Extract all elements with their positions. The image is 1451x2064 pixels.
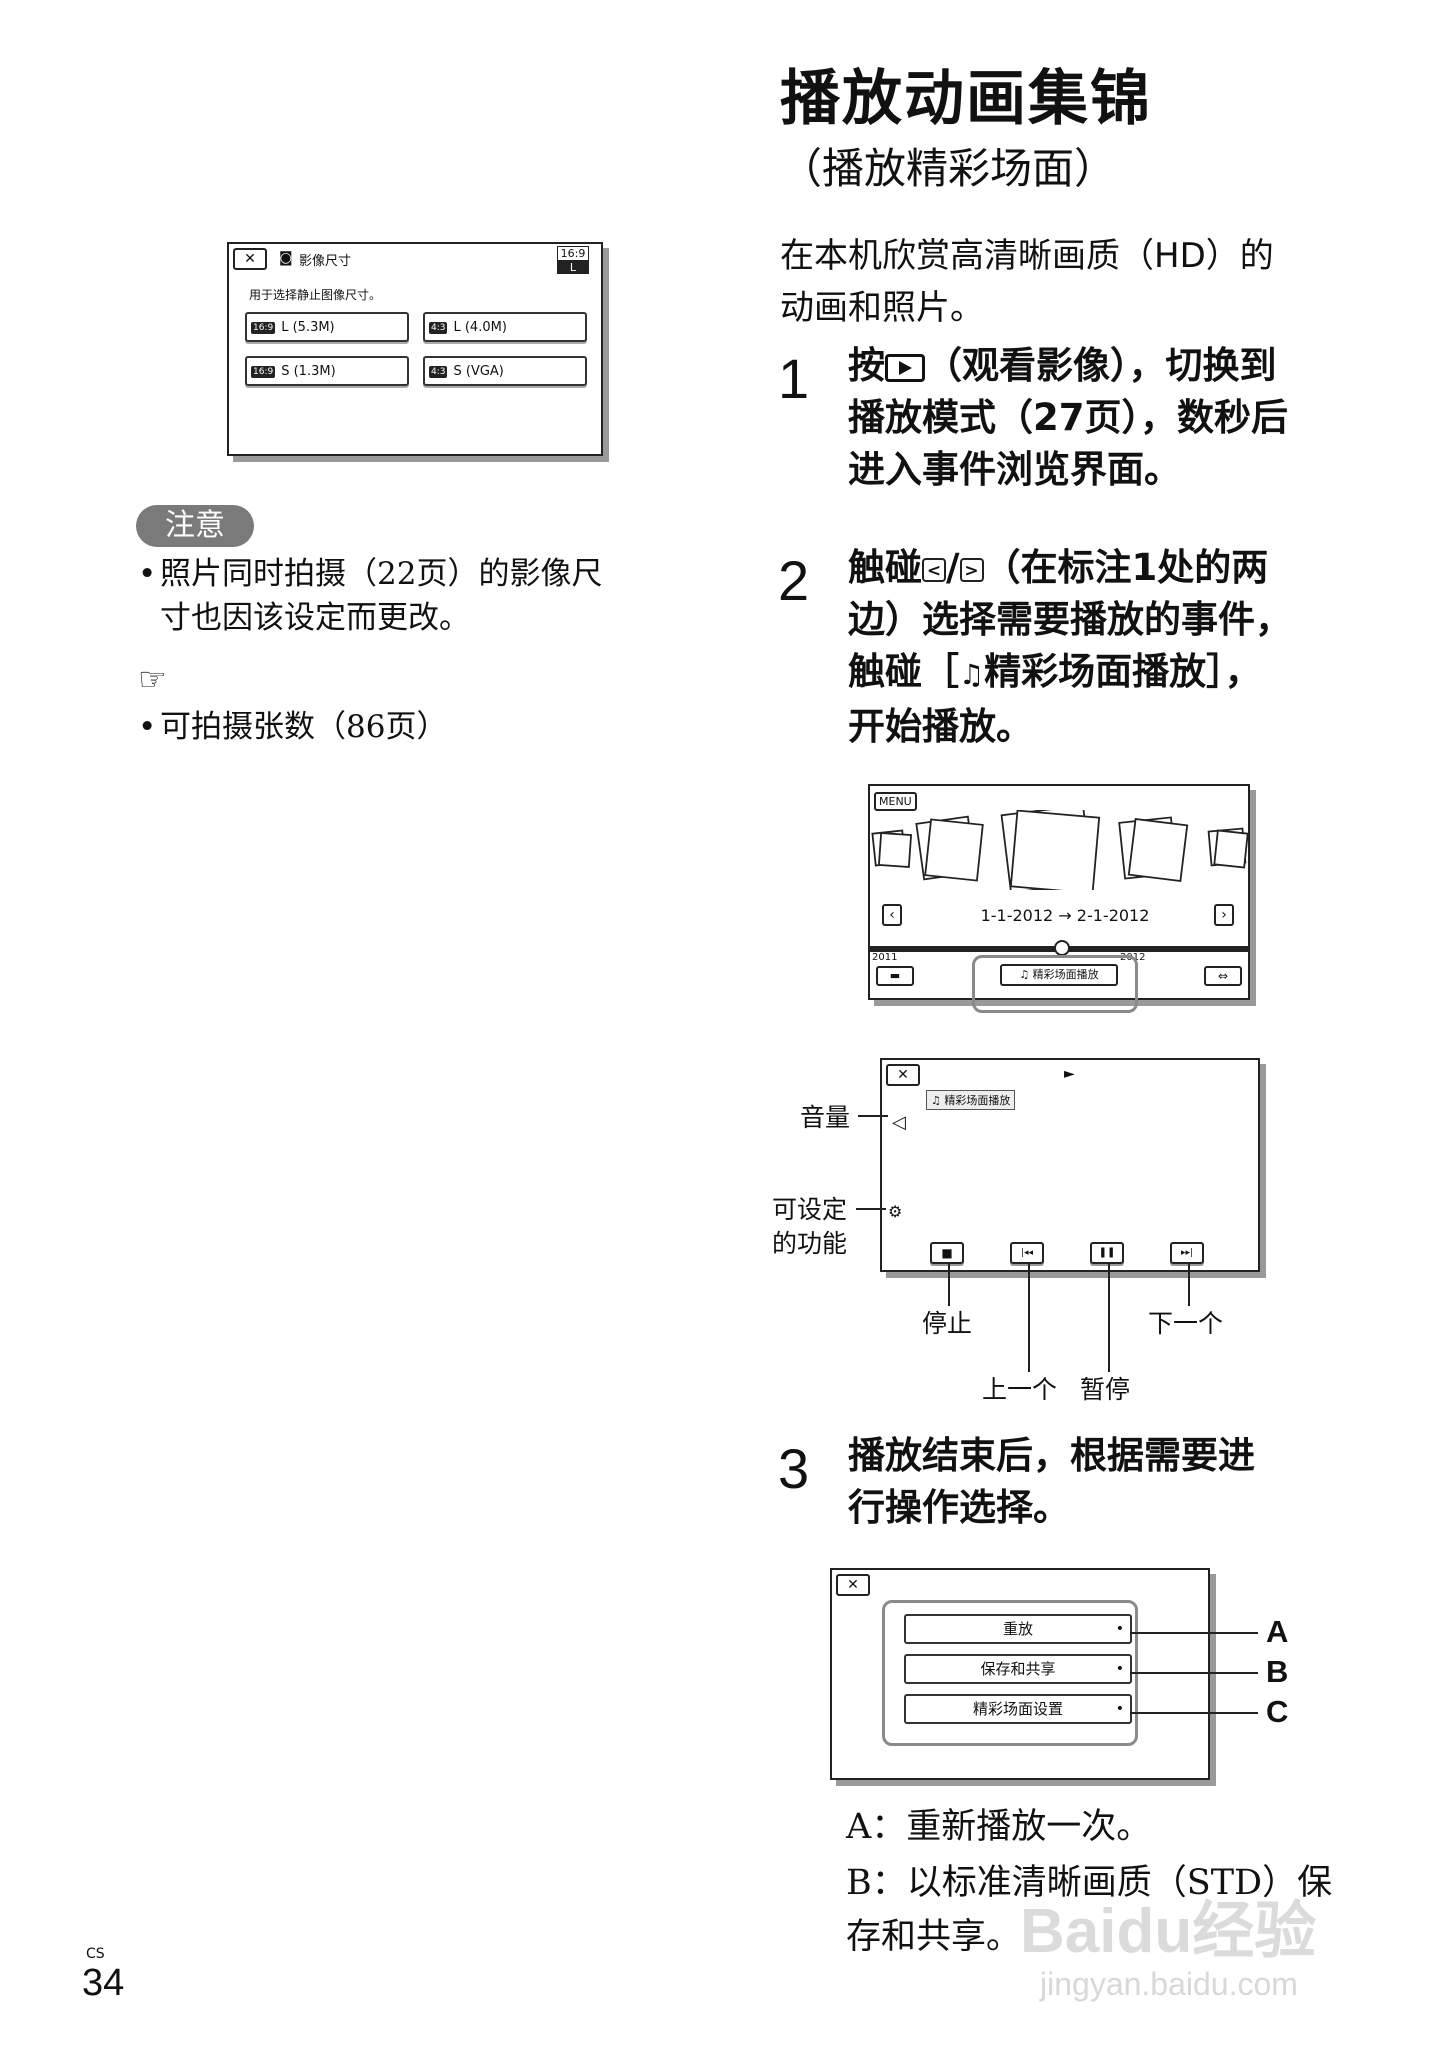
- end-menu-screen: ✕ 重放• 保存和共享• 精彩场面设置•: [830, 1568, 1210, 1780]
- callout-settable-2: 的功能: [772, 1229, 848, 1258]
- label-b: B: [1266, 1654, 1289, 1689]
- date-range: 1-1-2012 → 2-1-2012: [980, 906, 1150, 925]
- play-icon: [885, 353, 925, 382]
- highlight-playback-screen: ✕ ► ♫ 精彩场面播放 ◁ ⚙ ■ |◂◂ ❚❚ ▸▸|: [880, 1058, 1260, 1272]
- note-text-line1: 照片同时拍摄（22页）的影像尺: [160, 556, 603, 592]
- watermark-logo: Baidu经验: [1020, 1897, 1317, 1966]
- callout-stop: 停止: [922, 1309, 973, 1338]
- instruction-text: 用于选择静止图像尺寸。: [249, 288, 382, 302]
- event-thumbnails: [871, 810, 1248, 890]
- highlight-playback-button[interactable]: ♫ 精彩场面播放: [1000, 964, 1118, 986]
- callout-volume: 音量: [800, 1103, 851, 1132]
- event-browse-screen: MENU ‹ 1-1-2012 → 2-1-2012 › 2011 2012 ▬…: [868, 784, 1250, 1000]
- callout-pause: 暂停: [1080, 1375, 1131, 1404]
- callout-stop-line: [948, 1262, 950, 1306]
- callout-settable-1: 可设定: [772, 1195, 848, 1224]
- callout-next: 下一个: [1148, 1309, 1224, 1338]
- screen-title: 影像尺寸: [299, 254, 352, 269]
- next-icon: >: [959, 557, 984, 582]
- language-code: CS: [86, 1946, 105, 1962]
- page-number: 34: [82, 1962, 125, 2004]
- ref-bullet: • 可拍摄张数（86页）: [138, 705, 447, 749]
- label-a: A: [1266, 1614, 1289, 1649]
- watermark-url: jingyan.baidu.com: [1040, 1966, 1298, 2002]
- label-b-line: [1130, 1672, 1258, 1674]
- intro-text: 在本机欣赏高清晰画质（HD）的 动画和照片。: [780, 236, 1274, 328]
- step-3-number: 3: [778, 1437, 810, 1500]
- pause-button[interactable]: ❚❚: [1090, 1242, 1124, 1264]
- label-c-line: [1130, 1712, 1258, 1714]
- close-button[interactable]: ✕: [836, 1574, 870, 1596]
- callout-prev-line: [1028, 1262, 1030, 1372]
- highlight-settings-button[interactable]: 精彩场面设置•: [904, 1694, 1132, 1724]
- callout-settable-line: [856, 1208, 886, 1210]
- description-a: A：重新播放一次。: [846, 1807, 1152, 1847]
- step-2-text: 触碰</>（在标注1处的两 边）选择需要播放的事件， 触碰［♫精彩场面播放］， …: [848, 546, 1292, 748]
- prev-event-button[interactable]: ‹: [882, 904, 902, 926]
- settings-icon[interactable]: ⚙: [888, 1202, 903, 1221]
- previous-button[interactable]: |◂◂: [1010, 1242, 1044, 1264]
- note-bullet: • 照片同时拍摄（22页）的影像尺 寸也因该设定而更改。: [138, 552, 602, 640]
- step-1-text: 按（观看影像），切换到 播放模式（27页），数秒后 进入事件浏览界面。: [848, 344, 1288, 491]
- play-indicator: ►: [1064, 1066, 1075, 1082]
- callout-next-line: [1188, 1262, 1190, 1306]
- save-share-button[interactable]: 保存和共享•: [904, 1654, 1132, 1684]
- replay-button[interactable]: 重放•: [904, 1614, 1132, 1644]
- page-title: 播放动画集锦: [780, 64, 1152, 134]
- description-b: B：以标准清晰画质（STD）保 存和共享。: [846, 1863, 1333, 1957]
- next-event-button[interactable]: ›: [1214, 904, 1234, 926]
- close-button[interactable]: ✕: [233, 248, 267, 270]
- stop-button[interactable]: ■: [930, 1242, 964, 1264]
- callout-previous: 上一个: [982, 1375, 1058, 1404]
- switch-button[interactable]: ⇔: [1204, 966, 1242, 986]
- highlight-button-callout-frame: [972, 955, 1138, 1013]
- step-3-text: 播放结束后，根据需要进 行操作选择。: [848, 1434, 1255, 1529]
- highlight-label: ♫ 精彩场面播放: [926, 1090, 1016, 1110]
- page-subtitle: （播放精彩场面）: [780, 144, 1117, 193]
- callout-pause-line: [1108, 1262, 1110, 1372]
- label-a-line: [1130, 1632, 1258, 1634]
- view-mode-button[interactable]: ▬: [876, 966, 914, 986]
- close-button[interactable]: ✕: [886, 1064, 920, 1086]
- timeline-year-left: 2011: [872, 952, 898, 963]
- ref-text: 可拍摄张数（86页）: [160, 709, 448, 745]
- ratio-badge: 16:9 L: [557, 246, 589, 274]
- note-badge: 注意: [136, 505, 254, 547]
- step-2-number: 2: [778, 549, 810, 612]
- camera-icon: ◙: [279, 250, 293, 266]
- menu-button[interactable]: MENU: [874, 792, 917, 811]
- next-button[interactable]: ▸▸|: [1170, 1242, 1204, 1264]
- note-text-line2: 寸也因该设定而更改。: [160, 600, 470, 636]
- highlight-icon: ♫: [959, 658, 985, 691]
- step-1-number: 1: [778, 347, 810, 410]
- prev-icon: <: [922, 557, 946, 582]
- volume-icon[interactable]: ◁: [892, 1112, 906, 1133]
- label-c: C: [1266, 1694, 1289, 1729]
- timeline-cursor[interactable]: [1054, 940, 1070, 956]
- reference-icon: ☞: [138, 660, 167, 698]
- callout-volume-line: [858, 1115, 888, 1117]
